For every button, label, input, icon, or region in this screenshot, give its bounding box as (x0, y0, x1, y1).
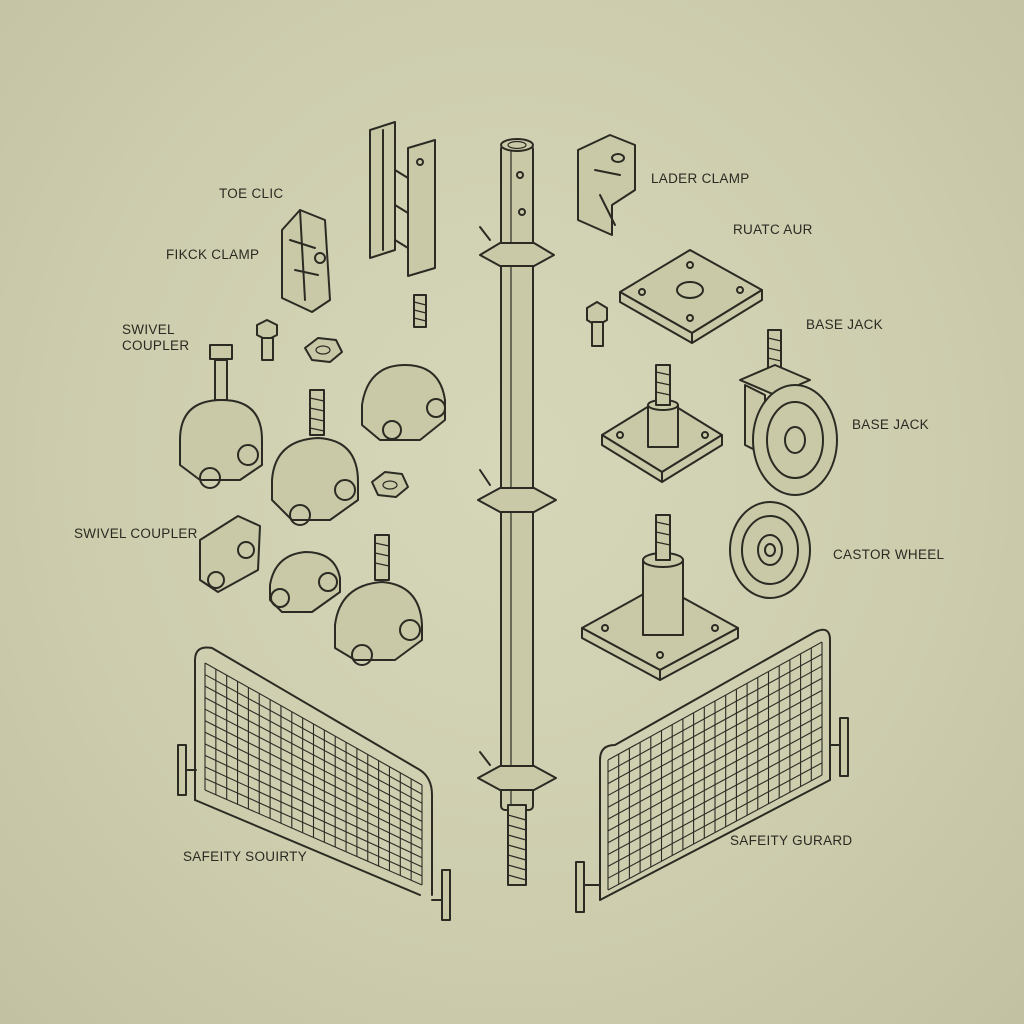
safety-guard-left (177, 646, 451, 921)
label-base-jack-2: BASE JACK (852, 417, 929, 432)
swivel-coupler-2 (271, 389, 359, 526)
base-jack-part-1 (601, 364, 723, 483)
label-safeity-gurard: SAFEITY GURARD (730, 833, 853, 848)
fick-clamp-part (281, 209, 331, 313)
hex-nut-1 (304, 337, 343, 363)
small-bolt-1 (256, 319, 278, 361)
label-base-jack-1: BASE JACK (806, 317, 883, 332)
castor-wheel-part (729, 501, 811, 599)
swivel-coupler-6 (334, 534, 423, 666)
label-toe-clic: TOE CLIC (219, 186, 284, 201)
base-plate (619, 249, 763, 344)
threaded-pin (413, 294, 427, 328)
swivel-coupler-4 (199, 515, 261, 593)
label-lader-clamp: LADER CLAMP (651, 171, 750, 186)
scaffold-standard-pole (477, 138, 557, 886)
label-castor-wheel: CASTOR WHEEL (833, 547, 945, 562)
small-bolt-2 (586, 301, 608, 347)
base-jack-part-2 (581, 514, 739, 681)
ladder-clamp-part (577, 134, 636, 236)
label-swivel-coupler-mid: SWIVEL COUPLER (74, 526, 198, 541)
label-swivel-coupler-top: SWIVEL COUPLER (122, 322, 190, 353)
ladder-bracket (369, 121, 436, 277)
safety-guard-right (575, 628, 849, 913)
label-ruatc-aur: RUATC AUR (733, 222, 813, 237)
castor-base-jack (739, 329, 838, 496)
label-fikck-clamp: FIKCK CLAMP (166, 247, 260, 262)
label-safeity-souirty: SAFEITY SOUIRTY (183, 849, 308, 864)
hex-nut-2 (371, 471, 409, 498)
swivel-coupler-3 (361, 364, 446, 441)
swivel-coupler-5 (269, 551, 341, 613)
swivel-coupler-1 (179, 344, 263, 489)
